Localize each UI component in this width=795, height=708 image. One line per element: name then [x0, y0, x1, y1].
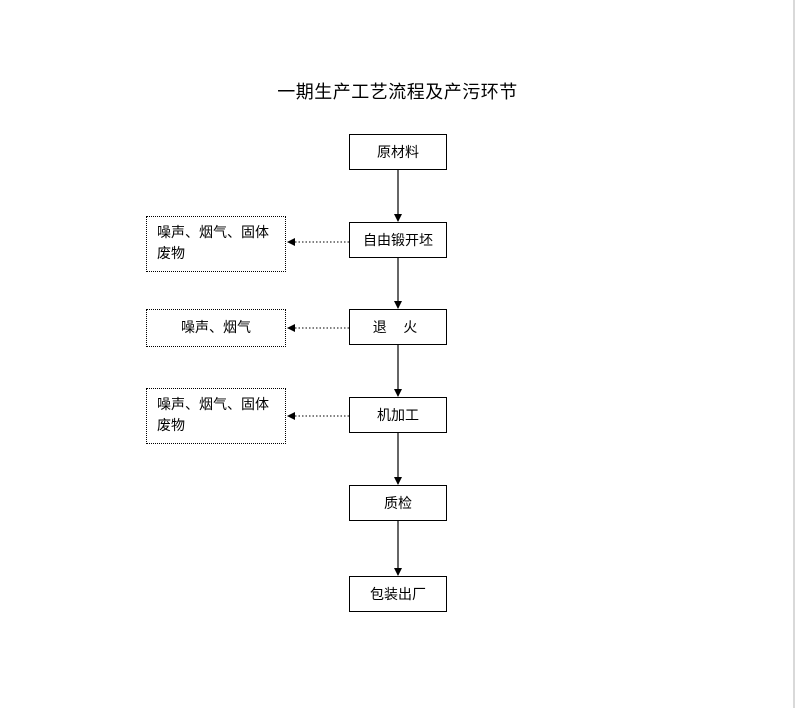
pollutant-line: 废物: [157, 246, 185, 262]
diagram-title: 一期生产工艺流程及产污环节: [277, 82, 518, 103]
step-packaging: 包装出厂: [349, 576, 447, 612]
step-label: 自由锻开坯: [363, 233, 433, 249]
pollutant-box-machining: 噪声、烟气、固体 废物: [146, 388, 286, 444]
step-inspection: 质检: [349, 485, 447, 521]
step-free-forging: 自由锻开坯: [349, 222, 447, 258]
step-label: 质检: [384, 496, 412, 512]
step-machining: 机加工: [349, 397, 447, 433]
pollutant-line: 废物: [157, 418, 185, 434]
step-label: 原材料: [377, 145, 419, 161]
step-label: 退 火: [372, 320, 424, 336]
step-annealing: 退 火: [349, 309, 447, 345]
step-label: 包装出厂: [370, 587, 426, 603]
page-edge: [793, 0, 795, 708]
pollutant-box-annealing: 噪声、烟气: [146, 309, 286, 347]
pollutant-box-forging: 噪声、烟气、固体 废物: [146, 216, 286, 272]
pollutant-line: 噪声、烟气、固体: [157, 225, 269, 241]
step-raw-material: 原材料: [349, 134, 447, 170]
pollutant-line: 噪声、烟气: [181, 319, 251, 336]
step-label: 机加工: [377, 408, 419, 424]
pollutant-line: 噪声、烟气、固体: [157, 397, 269, 413]
